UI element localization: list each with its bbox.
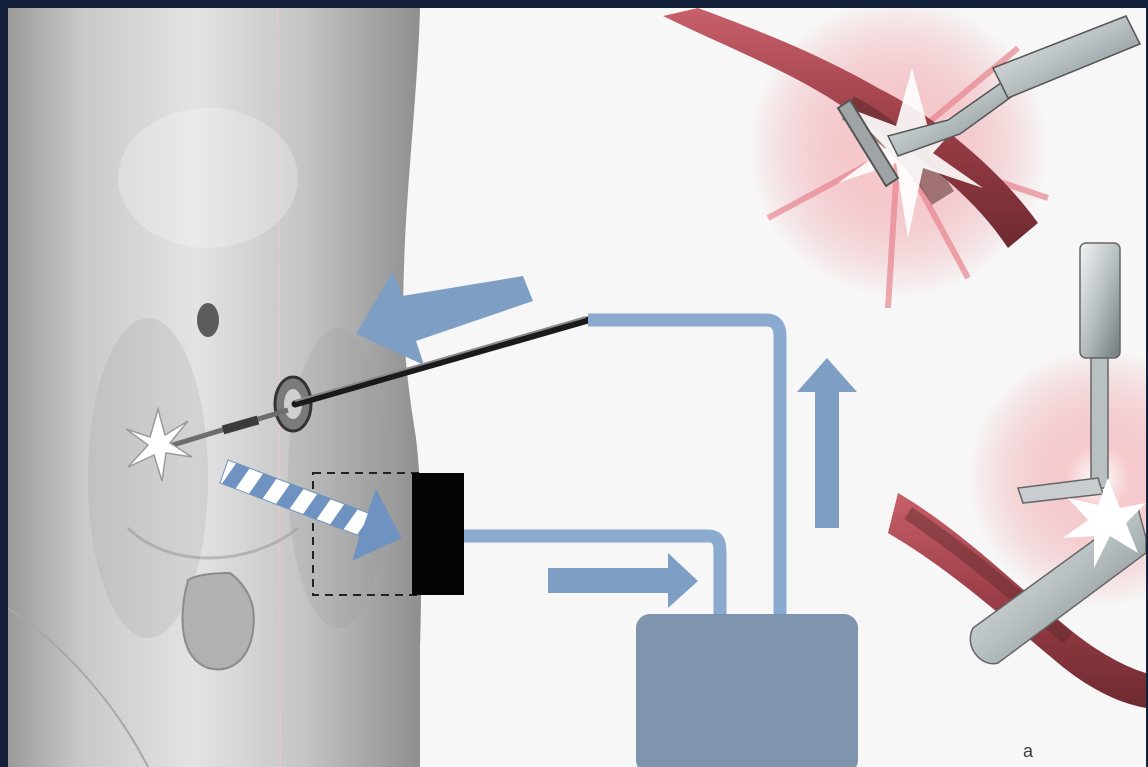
- navel: [197, 303, 219, 337]
- sensor-block: [412, 473, 464, 595]
- control-unit: [636, 614, 858, 767]
- vessel-forceps-detail: [888, 243, 1146, 708]
- genitals: [183, 573, 254, 669]
- illustration-canvas: a: [8, 8, 1146, 767]
- arrow-up-icon: [797, 358, 857, 528]
- illustration-svg: a: [8, 8, 1146, 767]
- panel-label: a: [1023, 741, 1034, 761]
- arrow-right-icon: [548, 553, 698, 608]
- vessel-clip-detail: [663, 8, 1140, 308]
